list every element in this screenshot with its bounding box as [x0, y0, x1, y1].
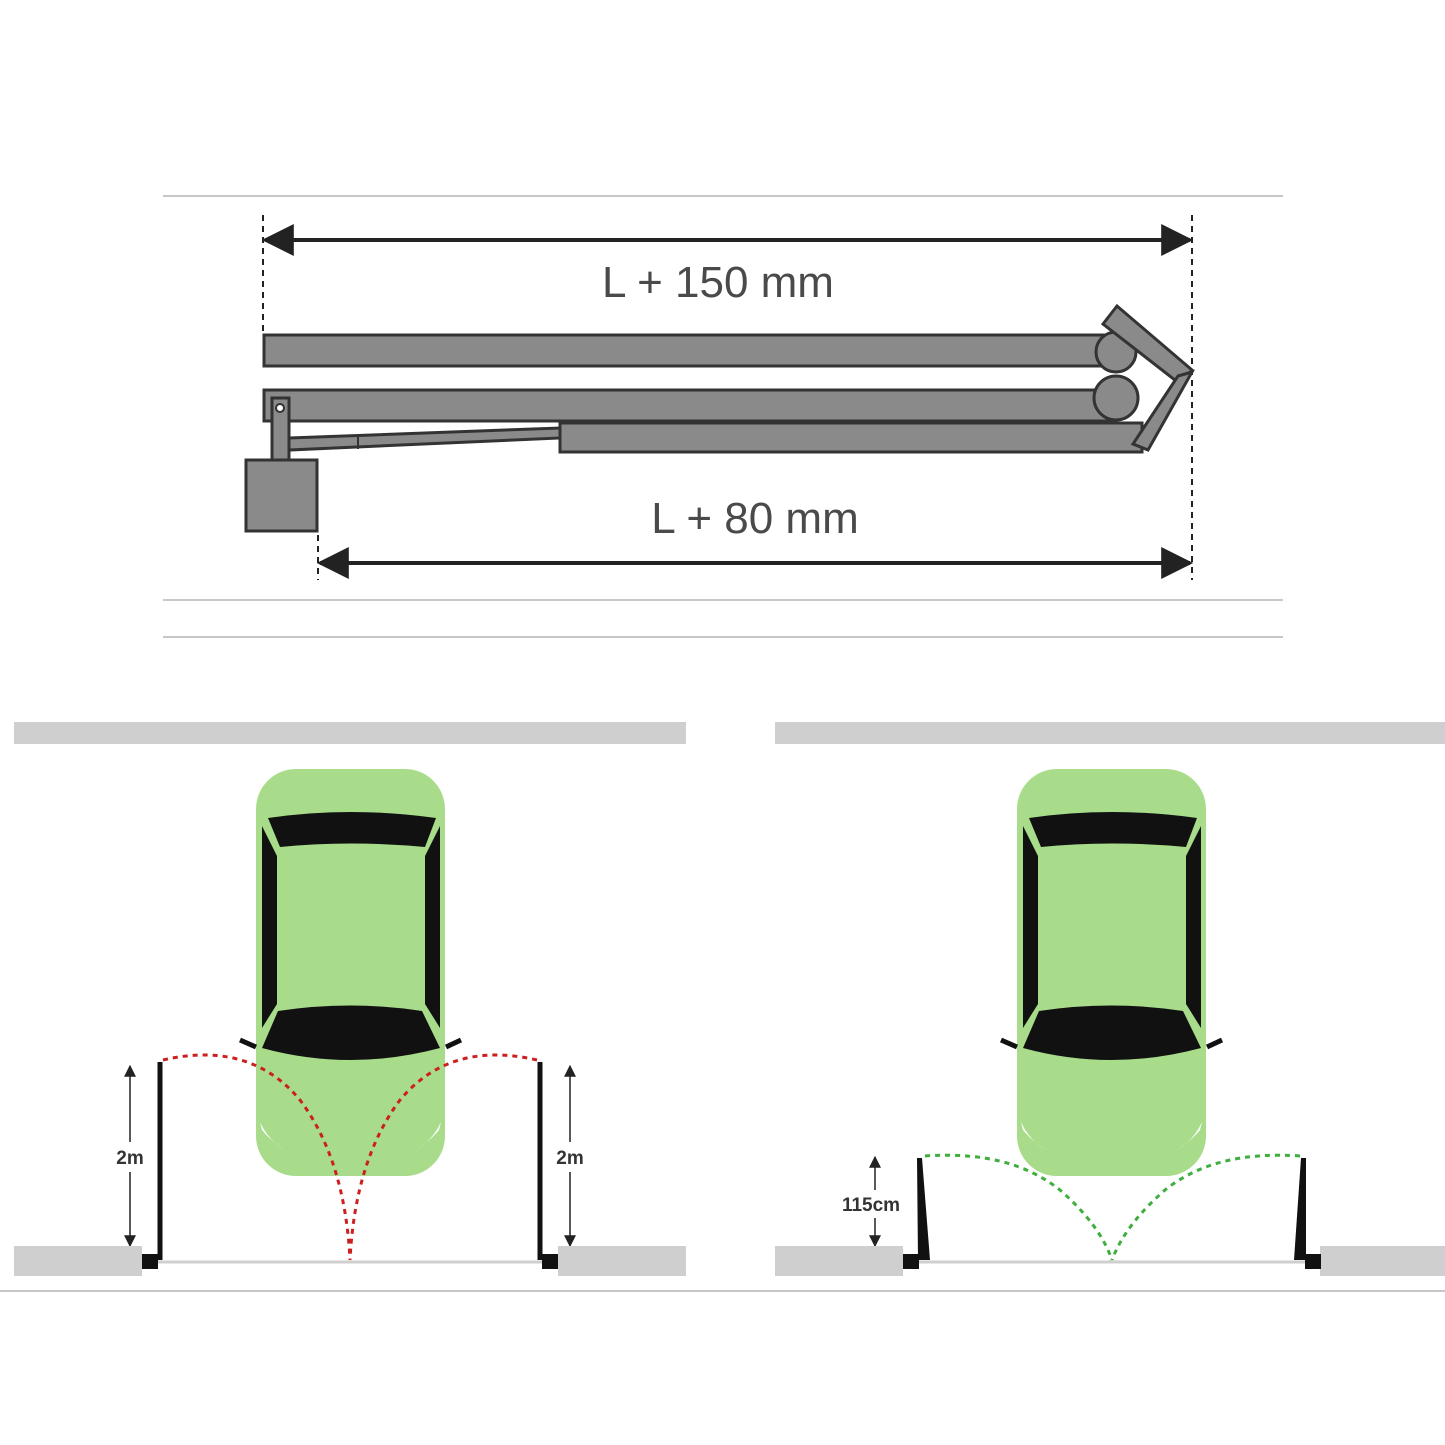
dimension-label-top: L + 150 mm: [602, 258, 834, 307]
rear-window: [1029, 812, 1197, 847]
elbow-pulley-bottom: [1092, 374, 1140, 422]
ground-left-a: [14, 1246, 142, 1276]
swing-arc-right: [348, 1053, 538, 1261]
arm-bar-middle: [262, 388, 1118, 423]
back-wall-left: [14, 722, 686, 744]
side-window-right: [1186, 826, 1201, 1028]
gate-leaf-left: [917, 1158, 930, 1260]
car-body: [256, 769, 445, 1176]
swing-arc-right: [1110, 1153, 1301, 1261]
elbow-bracket-upper: [1100, 303, 1195, 387]
pivot-bolt: [275, 403, 285, 413]
side-window-left: [262, 826, 277, 1028]
side-window-left: [1023, 826, 1038, 1028]
arm-bar-lower: [558, 421, 1144, 454]
scene-standard-gate: 2m 2m: [14, 722, 686, 1276]
mirror-right: [444, 1037, 463, 1050]
gate-post-left: [142, 1254, 158, 1269]
back-wall-right: [775, 722, 1445, 744]
height-label: 115cm: [842, 1195, 900, 1216]
ground-right-b: [1320, 1246, 1445, 1276]
car-body: [1017, 769, 1206, 1176]
mirror-left: [999, 1037, 1019, 1050]
gate-post-right: [1305, 1254, 1321, 1269]
elbow-bracket-lower: [1130, 369, 1196, 452]
dimension-label-bottom: L + 80 mm: [651, 494, 858, 543]
gate-leaf-right: [1294, 1158, 1306, 1260]
gate-post-right: [542, 1254, 558, 1269]
windshield: [262, 1005, 440, 1060]
rear-window: [268, 812, 436, 847]
arm-dimension-panel: L + 150 mm L + 80 mm: [163, 195, 1283, 638]
mirror-left: [238, 1037, 258, 1050]
car-right: [999, 769, 1224, 1176]
ground-right-a: [775, 1246, 903, 1276]
scene-low-gate: 115cm: [775, 722, 1445, 1276]
link-rod: [287, 426, 562, 452]
mirror-right: [1205, 1037, 1224, 1050]
gate-post-left: [903, 1254, 919, 1269]
ground-left-b: [558, 1246, 686, 1276]
swing-arc-left: [924, 1153, 1114, 1261]
motor-box: [244, 458, 319, 533]
arm-bar-upper: [262, 333, 1118, 368]
swing-arc-left: [162, 1053, 352, 1261]
height-label-left: 2m: [116, 1148, 143, 1169]
car-left: [238, 769, 463, 1176]
height-label-right: 2m: [556, 1148, 583, 1169]
windshield: [1023, 1005, 1201, 1060]
side-window-right: [425, 826, 440, 1028]
